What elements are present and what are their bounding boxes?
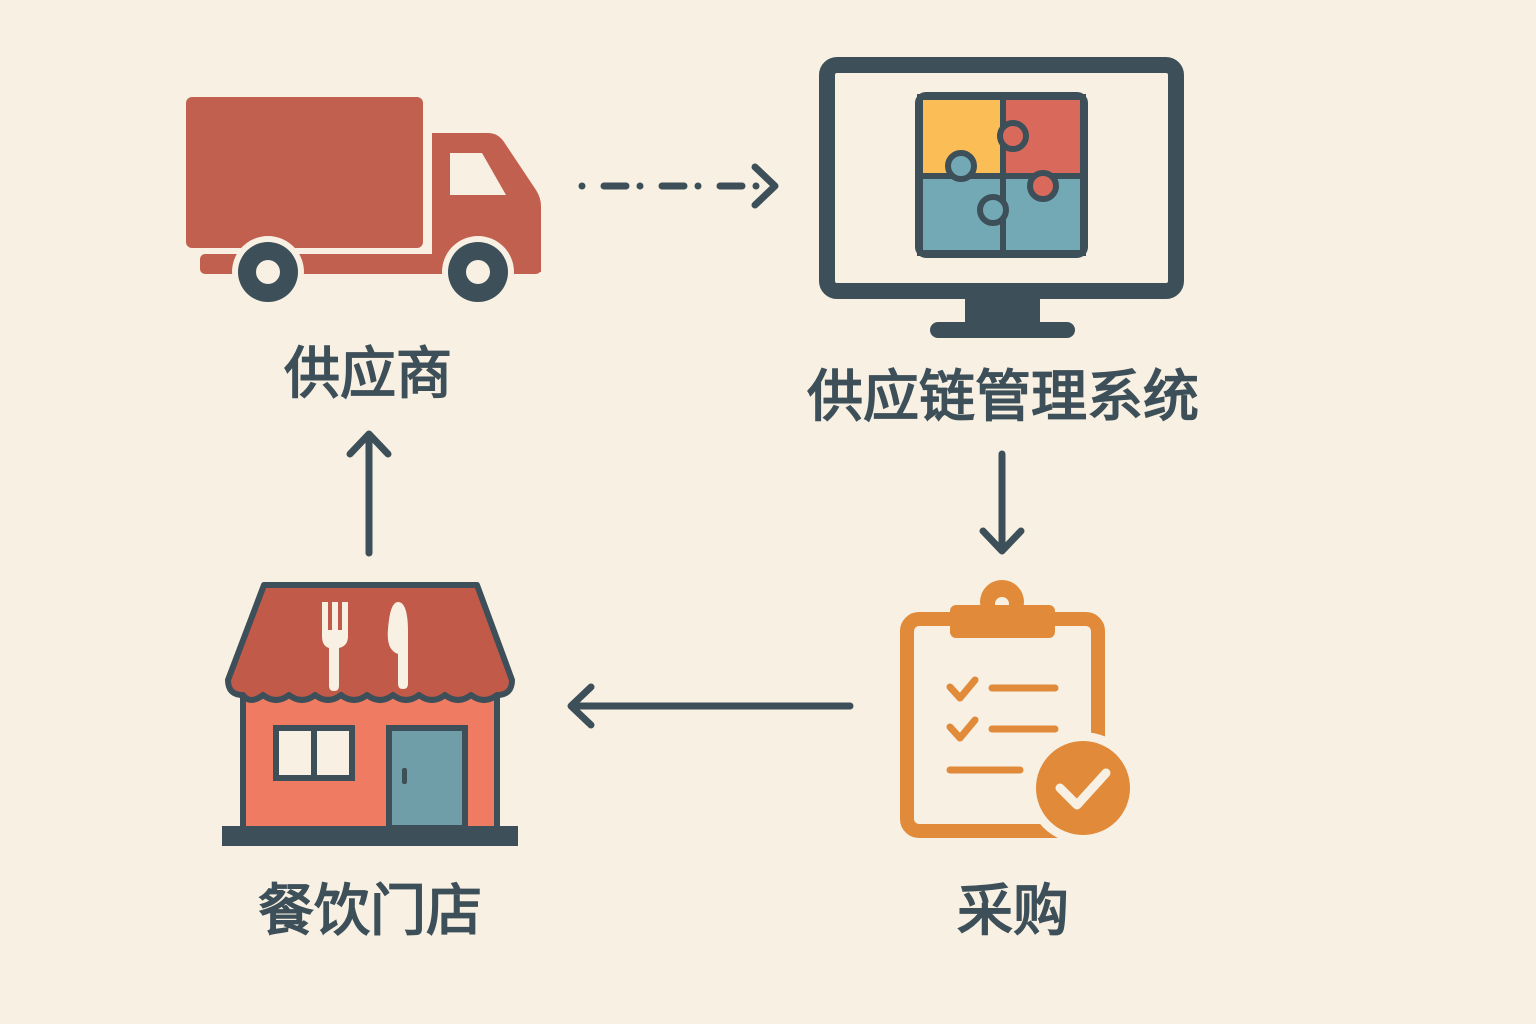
restaurant-store-icon [222,582,518,846]
fork-knife-icon [322,602,408,691]
puzzle-icon [915,92,1088,258]
arrow-up [346,430,392,557]
system-label: 供应链管理系统 [807,365,1199,430]
supplier-label: 供应商 [284,342,452,407]
restaurant-label: 餐饮门店 [258,879,482,944]
arrow-left [567,683,854,729]
truck-icon [186,97,541,308]
procurement-label: 采购 [957,879,1069,944]
clipboard-checklist-icon [900,580,1139,844]
arrow-down [979,450,1025,555]
dashed-arrow-right [578,163,779,209]
